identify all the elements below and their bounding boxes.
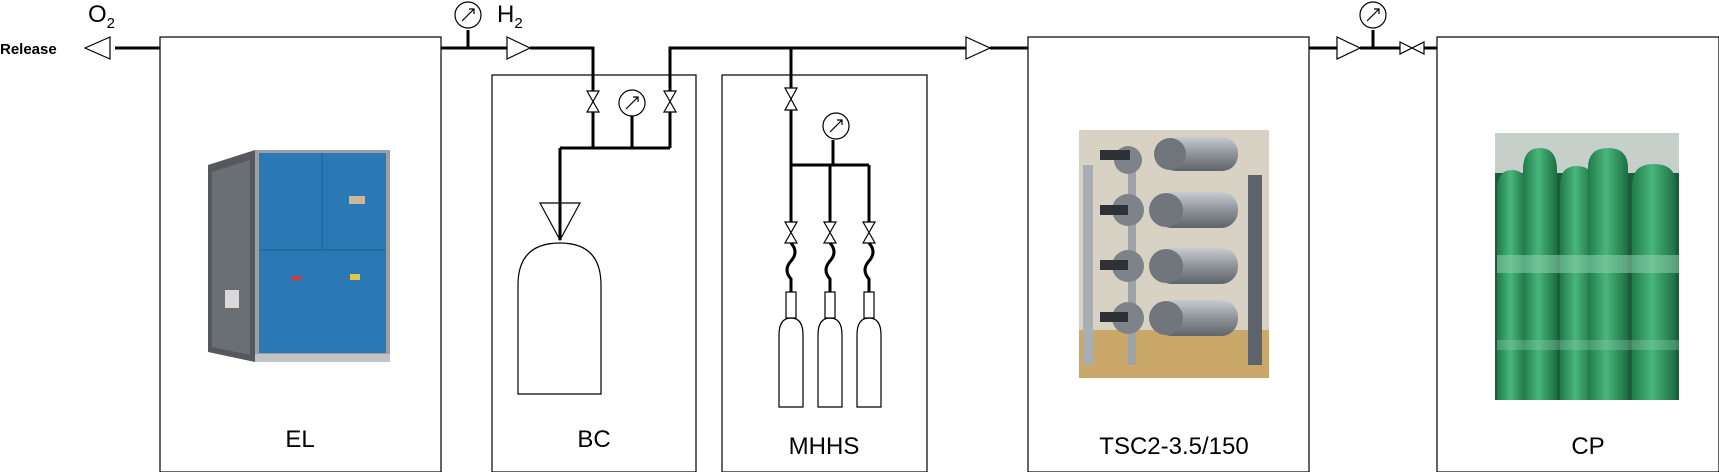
flow-arrow-icon [506,36,532,60]
buffer-cylinder-icon [517,242,602,395]
electrolyzer-image [208,150,390,362]
h2-label: H2 [497,1,523,32]
hydride-cylinder-icon [856,291,882,408]
mhhs-box [721,74,928,472]
valve-icon [783,87,799,111]
flow-arrow-icon [965,36,992,60]
release-arrow-icon [83,36,111,60]
tank-storage-image [1079,130,1269,378]
bc-label: BC [577,426,610,453]
el-label: EL [285,426,314,453]
main-header-pipe [668,46,966,91]
bc-piping [558,112,672,240]
valve-icon [783,221,799,244]
pressure-gauge-icon [618,89,646,117]
hydride-cylinder-icon [817,291,843,408]
o2-label: O2 [88,1,115,32]
cp-label: CP [1571,433,1604,460]
hydride-cylinder-icon [778,291,804,408]
gas-cylinders-image [1495,133,1679,400]
mhhs-piping [789,48,871,222]
pressure-gauge-icon [822,112,850,140]
release-label: Release [0,41,57,58]
pressure-gauge-icon [454,1,482,29]
flow-arrow-icon [538,202,582,242]
mhhs-label: MHHS [789,433,860,460]
valve-icon [585,90,601,113]
tsc-label: TSC2-3.5/150 [1099,433,1248,460]
pressure-gauge-icon [1359,1,1387,29]
flexible-hoses [785,242,875,292]
valve-icon [662,90,678,113]
h2-pipe-to-bc [530,46,595,91]
valve-icon [822,221,838,244]
flow-arrow-icon [1336,36,1362,60]
valve-icon [1399,41,1425,55]
valve-icon [861,221,877,244]
